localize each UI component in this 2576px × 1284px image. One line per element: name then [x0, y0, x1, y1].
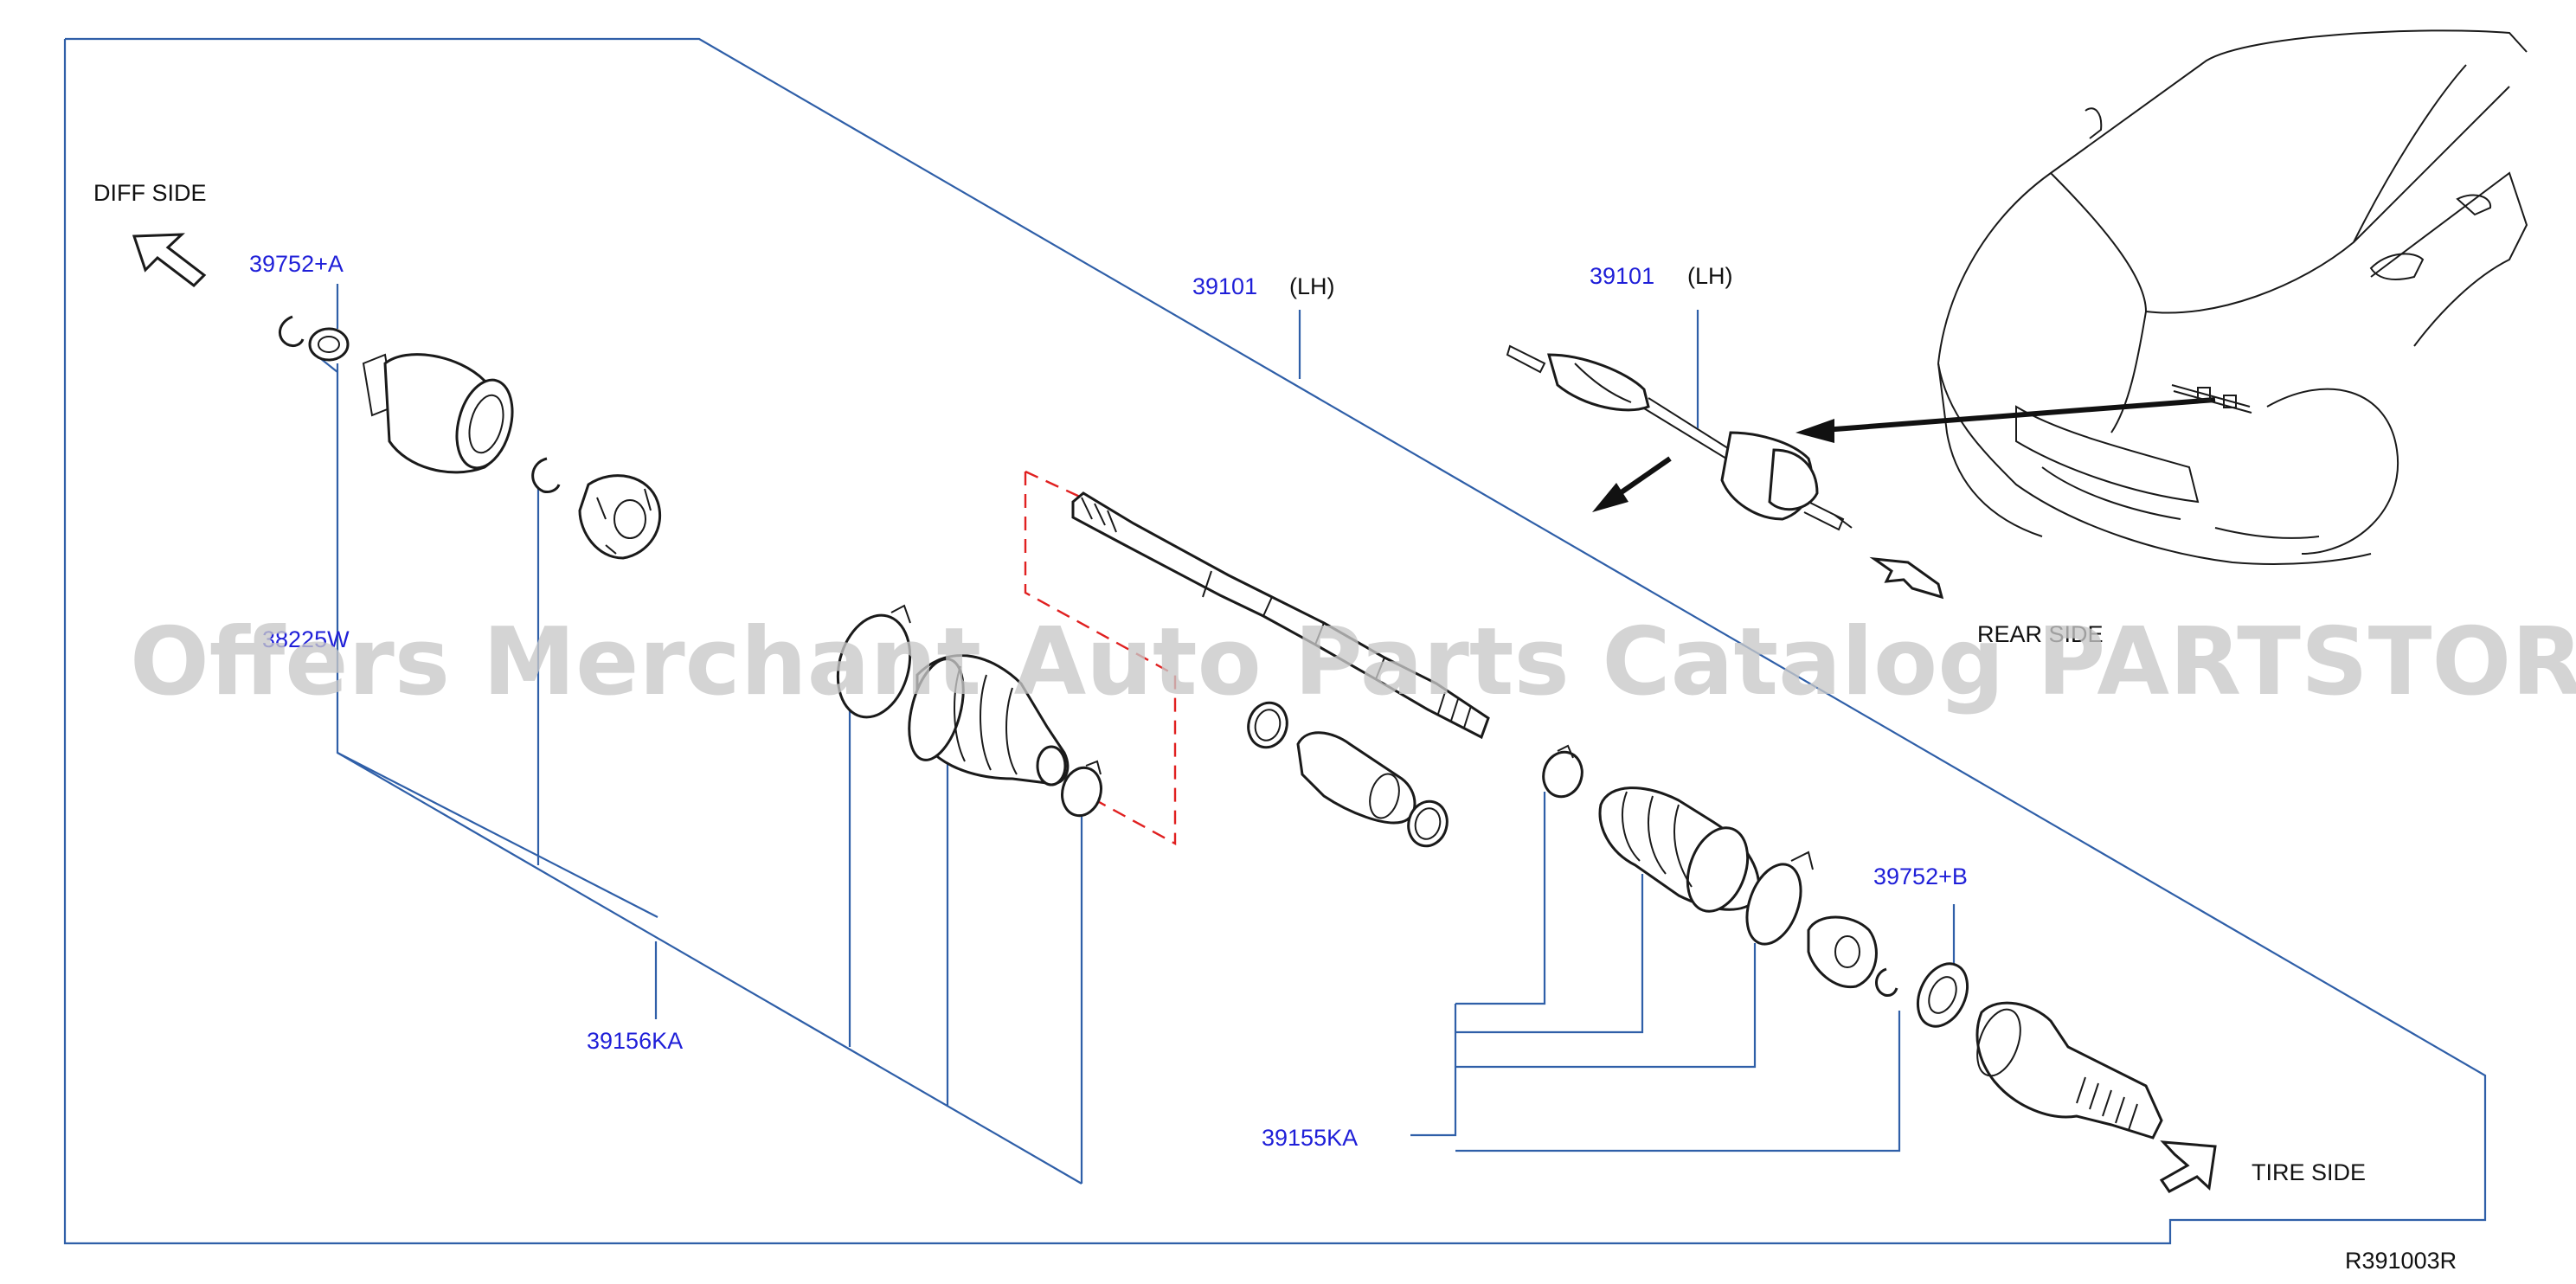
label-38225w: 38225W — [262, 626, 350, 652]
inner-boot-icon — [908, 654, 1070, 786]
label-39101-car: 39101 — [1590, 263, 1654, 289]
tire-side-label: TIRE SIDE — [2252, 1159, 2366, 1185]
leader-39155ka-4 — [1455, 1011, 1901, 1152]
outer-joint-housing-icon — [1975, 1001, 2163, 1140]
boot-band-small-icon — [1061, 760, 1102, 818]
label-39101-top-side: (LH) — [1289, 273, 1335, 299]
label-39155ka: 39155KA — [1262, 1125, 1358, 1151]
label-39101-car-side: (LH) — [1687, 263, 1733, 289]
diff-side-arrow-icon — [132, 233, 207, 287]
leader-39155ka-3 — [1455, 943, 1757, 1069]
boot-band-tire-large-icon — [1745, 851, 1814, 946]
damper-ring-right-icon — [1407, 799, 1449, 848]
circlip-icon — [531, 457, 561, 493]
label-39156ka: 39156KA — [587, 1028, 683, 1054]
assembled-drive-shaft-icon — [1506, 344, 1853, 531]
label-39752a: 39752+A — [249, 251, 344, 277]
leader-39155ka-2 — [1455, 874, 1644, 1034]
watermark-text: Offers Merchant Auto Parts Catalog PARTS… — [130, 608, 2576, 716]
rear-side-label: REAR SIDE — [1977, 621, 2104, 647]
damper-ring-left-icon — [1247, 701, 1288, 749]
location-arrow-icon — [1795, 397, 2216, 443]
rear-side-arrow-icon — [1869, 556, 1944, 600]
shaft-outline-dashed — [1024, 472, 1177, 846]
outer-boot-icon — [1598, 786, 1761, 913]
car-shaft-icon — [2171, 384, 2252, 414]
drawing-number: R391003R — [2345, 1248, 2457, 1274]
boot-band-large-icon — [836, 604, 912, 719]
tire-side-arrow-icon — [2159, 1140, 2217, 1193]
washer-39752a-icon — [308, 327, 350, 362]
outer-spider-icon — [1807, 915, 1878, 989]
spider-assembly-icon — [578, 474, 662, 560]
leader-39155ka-1 — [1455, 792, 1546, 1005]
leader-39156ka-diagonal — [337, 752, 1082, 1184]
shaft-outline-dashed-top — [1025, 470, 1082, 499]
direction-arrow-icon — [1592, 456, 1672, 512]
label-39101-top: 39101 — [1192, 273, 1257, 299]
vehicle-outline — [1937, 29, 2528, 565]
diff-side-label: DIFF SIDE — [93, 180, 207, 206]
snap-ring-diff-icon — [279, 315, 305, 348]
snap-ring-tire-icon — [1875, 967, 1898, 997]
leader-39155ka-main — [1410, 1004, 1457, 1137]
label-39752b: 39752+B — [1873, 863, 1968, 889]
boot-band-tire-small-icon — [1542, 744, 1584, 799]
drive-shaft-bar-icon — [1071, 491, 1490, 740]
dynamic-damper-icon — [1296, 731, 1416, 825]
washer-39752b-icon — [1916, 962, 1969, 1028]
inner-joint-housing-icon — [362, 353, 514, 474]
assembly-boundary-frame — [63, 37, 2487, 1245]
